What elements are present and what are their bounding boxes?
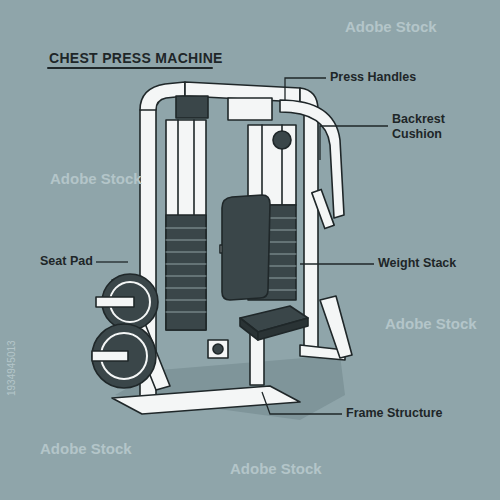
stock-id: 1934945013 (6, 340, 17, 396)
watermark: Adobe Stock (40, 440, 132, 457)
watermark: Adobe Stock (385, 315, 477, 332)
watermark: Adobe Stock (345, 18, 437, 35)
part-label: Seat Pad (40, 254, 93, 268)
watermark: Adobe Stock (50, 170, 142, 187)
part-label: Backrest Cushion (392, 112, 462, 142)
part-label: Frame Structure (346, 406, 443, 420)
diagram-title: CHEST PRESS MACHINE (49, 50, 223, 66)
part-label: Weight Stack (378, 256, 456, 270)
watermark: Adobe Stock (230, 460, 322, 477)
part-label: Press Handles (330, 70, 416, 84)
